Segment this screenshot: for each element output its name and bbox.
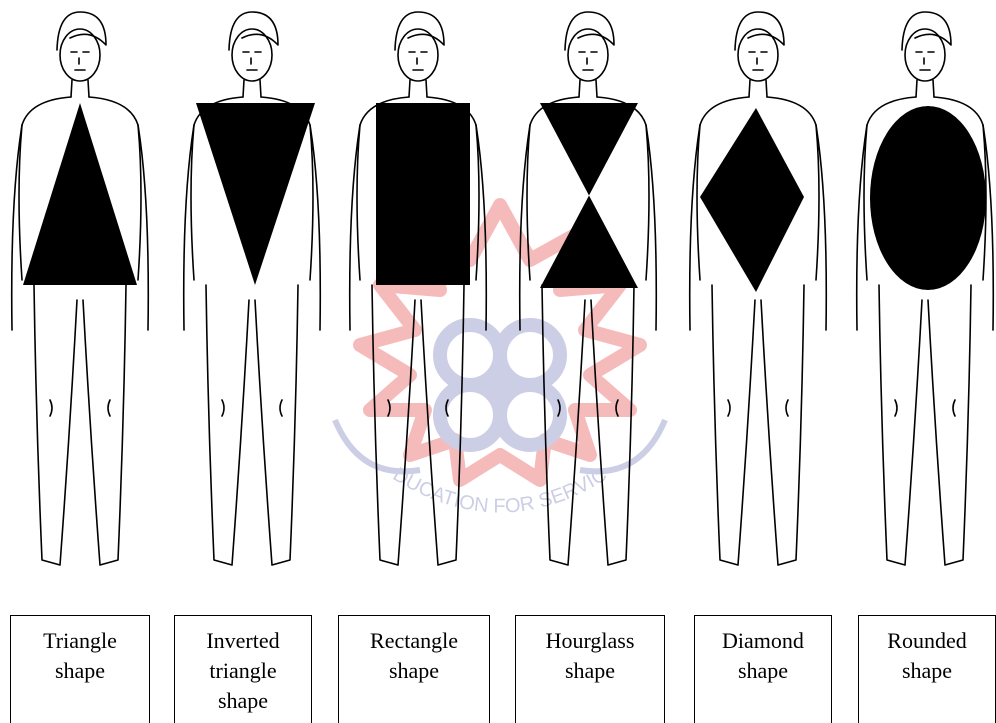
figure-neck bbox=[409, 80, 427, 97]
label-text-triangle: Triangle shape bbox=[11, 626, 149, 686]
label-text-hourglass: Hourglass shape bbox=[516, 626, 664, 686]
label-box-rounded: Rounded shape bbox=[858, 615, 996, 723]
figure-rounded bbox=[857, 12, 994, 565]
figure-neck bbox=[71, 80, 89, 97]
inverted-triangle-shape bbox=[196, 103, 315, 285]
rectangle-shape bbox=[376, 103, 470, 285]
figure-inverted-triangle bbox=[184, 12, 321, 565]
figure-neck bbox=[243, 80, 261, 97]
figure-knees bbox=[222, 400, 282, 416]
triangle-shape bbox=[23, 103, 137, 285]
rounded-shape bbox=[870, 106, 986, 290]
label-box-rectangle: Rectangle shape bbox=[338, 615, 490, 723]
hourglass-shape bbox=[540, 103, 638, 288]
figure-legs bbox=[34, 285, 126, 565]
figure-neck bbox=[916, 80, 934, 97]
label-box-triangle: Triangle shape bbox=[10, 615, 150, 723]
figure-face bbox=[749, 52, 767, 70]
label-box-diamond: Diamond shape bbox=[694, 615, 832, 723]
figure-face bbox=[243, 52, 261, 70]
figure-triangle bbox=[12, 12, 149, 565]
figure-face bbox=[71, 52, 89, 70]
label-text-rounded: Rounded shape bbox=[859, 626, 995, 686]
figure-diamond bbox=[690, 12, 827, 565]
label-text-diamond: Diamond shape bbox=[695, 626, 831, 686]
diamond-shape bbox=[700, 108, 804, 292]
figure-knees bbox=[895, 400, 955, 416]
crest-ring-top-left bbox=[440, 325, 500, 385]
crest-ring-bottom-left bbox=[440, 385, 500, 445]
figure-face bbox=[579, 52, 597, 70]
figure-knees bbox=[728, 400, 788, 416]
label-text-rectangle: Rectangle shape bbox=[339, 626, 489, 686]
crest-ring-bottom-right bbox=[500, 385, 560, 445]
figure-neck bbox=[749, 80, 767, 97]
label-box-hourglass: Hourglass shape bbox=[515, 615, 665, 723]
figure-knees bbox=[50, 400, 110, 416]
figure-neck bbox=[579, 80, 597, 97]
figure-legs bbox=[206, 285, 298, 565]
crest-center-dot bbox=[488, 373, 512, 397]
figure-legs bbox=[879, 285, 971, 565]
crest-ring-top-right bbox=[500, 325, 560, 385]
figure-face bbox=[916, 52, 934, 70]
figure-legs bbox=[712, 285, 804, 565]
figure-face bbox=[409, 52, 427, 70]
label-box-inverted-triangle: Inverted triangle shape bbox=[174, 615, 312, 723]
label-text-inverted-triangle: Inverted triangle shape bbox=[175, 626, 311, 716]
